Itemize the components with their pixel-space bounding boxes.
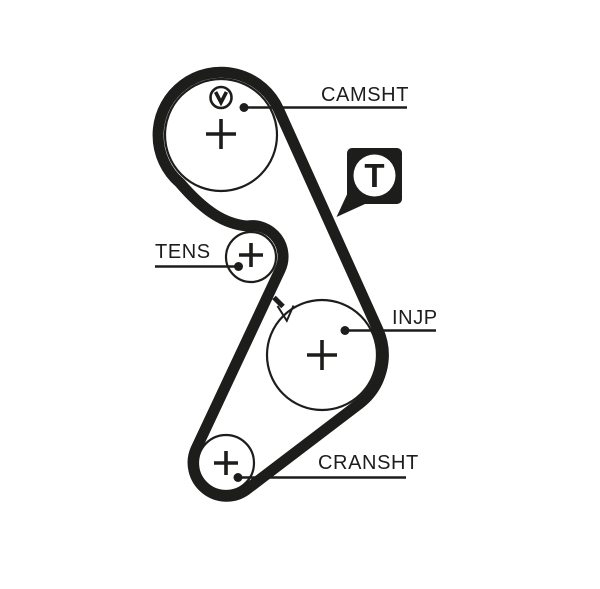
crankshaft-leader	[233, 473, 406, 482]
injection-pump-pulley	[265, 298, 379, 412]
t-balloon-letter: T	[364, 157, 384, 194]
label-crankshaft: CRANSHT	[318, 452, 419, 474]
tensioner-pulley	[224, 230, 278, 284]
injection-pump-center-cross-icon	[307, 340, 337, 370]
timing-arrow-icon	[272, 295, 295, 323]
timing-belt	[152, 66, 389, 502]
crankshaft-center-cross-icon	[214, 451, 238, 475]
leader-dot	[234, 262, 243, 271]
t-balloon-icon: T	[336, 148, 402, 217]
camshaft-center-cross-icon	[206, 119, 236, 149]
label-camshaft: CAMSHT	[321, 84, 410, 106]
leader-dot	[340, 326, 350, 335]
leader-dot	[233, 473, 243, 482]
tensioner-center-cross-icon	[239, 243, 263, 267]
circled-arrow-icon	[209, 85, 233, 110]
label-injection-pump: INJP	[392, 307, 438, 329]
tensioner-leader	[155, 262, 243, 271]
label-tensioner: TENS	[155, 241, 211, 263]
camshaft-leader	[239, 103, 407, 112]
injection-pump-leader	[340, 326, 436, 335]
camshaft-pulley	[163, 77, 279, 193]
leader-dot	[239, 103, 249, 112]
